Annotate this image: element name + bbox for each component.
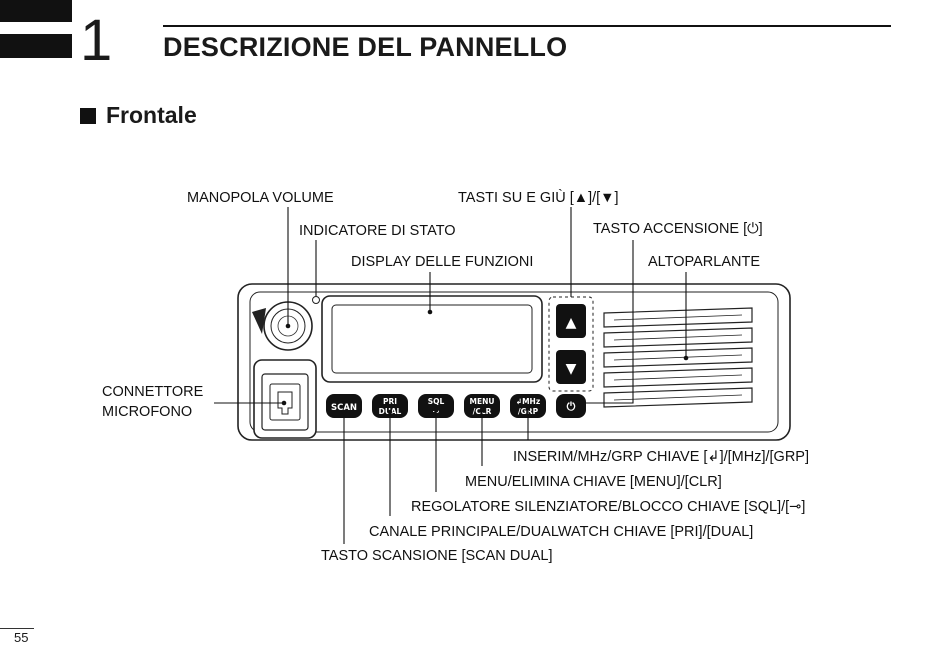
up-key-symbol: ▲ (566, 315, 577, 331)
label-up-down-keys: TASTI SU E GIÙ [▲]/[▼] (458, 190, 619, 206)
down-key-symbol: ▼ (566, 361, 577, 377)
label-volume-knob: MANOPOLA VOLUME (187, 190, 334, 206)
label-pri-dual: CANALE PRINCIPALE/DUALWATCH CHIAVE [PRI]… (369, 524, 754, 540)
sql-key-label-top: SQL (428, 397, 445, 406)
leader-dots (281, 309, 689, 415)
label-enter-mhz-grp: INSERIM/MHz/GRP CHIAVE [↲]/[MHz]/[GRP] (513, 449, 810, 465)
label-scan-dual: TASTO SCANSIONE [SCAN DUAL] (321, 548, 553, 564)
page-title: DESCRIZIONE DEL PANNELLO (163, 32, 568, 62)
section-title: Frontale (106, 102, 197, 128)
section-heading: Frontale (80, 102, 197, 129)
chapter-tab-bar-bottom (0, 34, 72, 58)
chapter-tab-bar-top (0, 0, 72, 22)
label-menu-clr: MENU/ELIMINA CHIAVE [MENU]/[CLR] (465, 474, 722, 490)
left-bezel (252, 308, 266, 334)
label-mic-connector-line1: CONNETTORE (102, 384, 204, 400)
scan-key-label: SCAN (331, 403, 357, 413)
label-sql-lock: REGOLATORE SILENZIATORE/BLOCCO CHIAVE [S… (411, 499, 806, 515)
up-key (556, 304, 586, 338)
label-function-display: DISPLAY DELLE FUNZIONI (351, 254, 534, 270)
pri-key-label-top: PRI (383, 397, 397, 406)
power-key (556, 394, 586, 418)
menu-key-label-top: MENU (470, 397, 495, 406)
header-rule (163, 25, 891, 27)
pri-dual-key (372, 394, 408, 418)
label-speaker: ALTOPARLANTE (648, 254, 761, 270)
page-number: 55 (14, 630, 29, 645)
down-key (556, 350, 586, 384)
page-number-rule (0, 628, 34, 629)
chapter-number: 1 (80, 8, 113, 73)
function-display (331, 304, 533, 374)
sql-key (418, 394, 454, 418)
menu-clr-key (464, 394, 500, 418)
status-led (312, 296, 320, 304)
label-power-key: TASTO ACCENSIONE [⏻] (593, 221, 763, 237)
square-bullet-icon (80, 108, 96, 124)
scan-key (326, 394, 362, 418)
label-status-indicator: INDICATORE DI STATO (299, 223, 456, 239)
mhz-key-label-top: ↲MHz (516, 397, 540, 406)
power-key-symbol: ⏻ (567, 400, 576, 413)
leader-lines (214, 207, 687, 544)
label-mic-connector-line2: MICROFONO (102, 404, 193, 420)
